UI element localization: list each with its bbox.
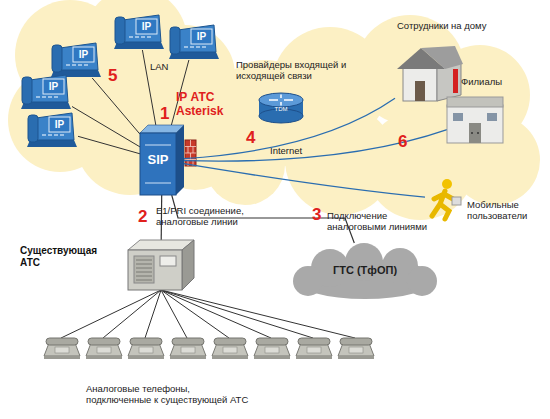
ip-phone-shape	[50, 40, 102, 78]
ip-phone-shape	[20, 72, 72, 110]
pbx-box: Существующая АТС	[128, 240, 194, 290]
node-text: IP	[191, 29, 212, 44]
node-text: SIP	[140, 153, 176, 168]
pstn-cloud: ГТС (ТфОП)	[290, 243, 440, 301]
home-office-shape	[395, 45, 465, 103]
network-label: LAN	[150, 62, 168, 73]
node-text: Филиалы	[461, 77, 521, 88]
ip-phone: IP	[20, 72, 72, 110]
node-text: Существующая АТС	[20, 245, 115, 268]
edge-label: E1/PRI соединение, аналоговые линии	[156, 206, 281, 228]
node-text: Сотрудники на дому	[397, 21, 527, 32]
connector-line	[78, 136, 140, 154]
callout-number: 3	[312, 205, 321, 225]
node-text: IP	[136, 19, 157, 34]
node-text: IP	[43, 79, 64, 94]
lan-cloud	[8, 0, 235, 195]
pbx-box-shape	[128, 240, 194, 290]
callout-number: 2	[138, 207, 147, 227]
analog-wires	[61, 290, 355, 338]
callout-number: 5	[108, 66, 117, 86]
ip-phone: IP	[113, 12, 165, 50]
connector-line	[92, 78, 140, 134]
node-text: IP	[73, 47, 94, 62]
mobile-user: Мобильные пользователи	[425, 178, 461, 220]
callout-number: 4	[246, 128, 255, 148]
system-name: IP АТС Asterisk	[176, 91, 236, 119]
node-text: ГТС (ТфОП)	[290, 264, 440, 277]
branch-building-shape	[447, 97, 503, 143]
callout-number: 1	[160, 104, 169, 124]
ip-phone: IP	[50, 40, 102, 78]
ip-phone: IP	[168, 22, 220, 60]
internet-cloud	[205, 15, 540, 220]
analog-phones	[44, 338, 374, 359]
sip-server: SIP	[140, 125, 184, 195]
router-symbol: TDM	[258, 92, 304, 124]
connector-line	[184, 130, 447, 161]
node-text: Мобильные пользователи	[467, 200, 547, 222]
connector-line	[184, 164, 425, 198]
ip-phone-shape	[113, 12, 165, 50]
caption-note: Аналоговые телефоны, подключенные к суще…	[86, 384, 251, 406]
connector-line	[72, 107, 140, 147]
branch-building: Филиалы	[447, 97, 503, 143]
network-label: Internet	[270, 146, 302, 157]
ip-phone: IP	[26, 110, 78, 148]
edge-label: Подключение аналоговыми линиями	[327, 211, 439, 233]
mobile-user-shape	[425, 178, 461, 220]
home-office: Сотрудники на дому	[395, 45, 465, 103]
firewall-symbol	[185, 140, 196, 166]
callout-number: 6	[398, 132, 407, 152]
ip-phone-shape	[26, 110, 78, 148]
provider-note: Провайдеры входящей и исходящей связи	[236, 60, 361, 82]
node-text: TDM	[258, 106, 304, 113]
node-text: IP	[49, 117, 70, 132]
ip-phone-shape	[168, 22, 220, 60]
